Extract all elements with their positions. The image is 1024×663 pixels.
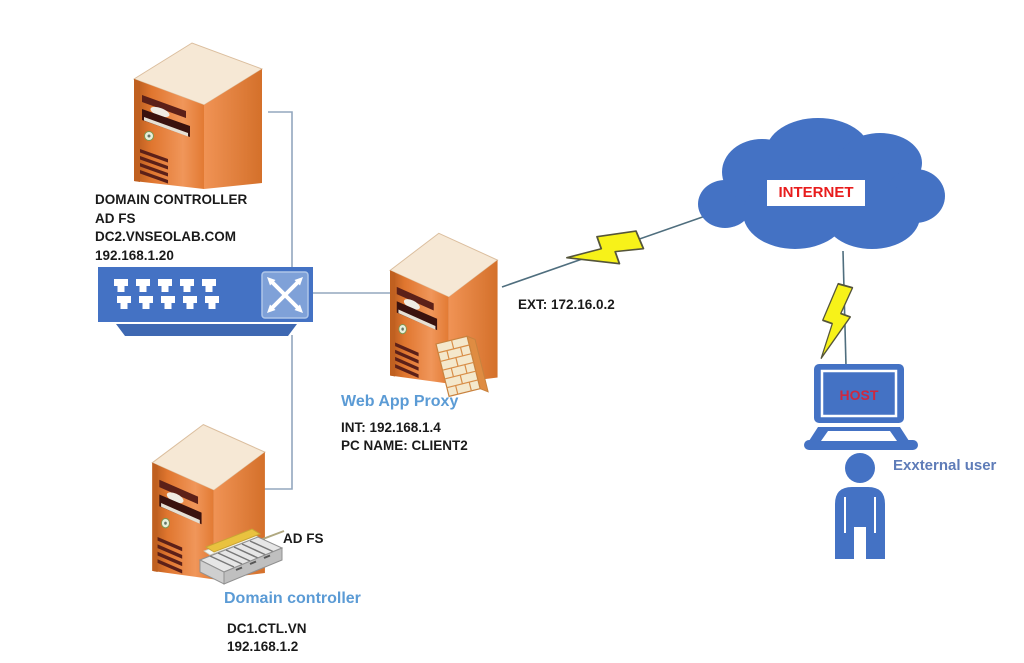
dc2-label-block: DOMAIN CONTROLLER AD FS DC2.VNSEOLAB.COM… [95, 191, 247, 265]
switch-base [116, 324, 297, 336]
firewall-icon [435, 335, 489, 398]
host-label: HOST [839, 387, 879, 403]
dc1-adfs-label: AD FS [283, 531, 324, 546]
person-icon [835, 453, 885, 559]
dc2-name-label: DOMAIN CONTROLLER [95, 192, 248, 207]
dc1-ip-label: 192.168.1.2 [227, 639, 299, 654]
laptop-icon [804, 364, 918, 450]
link-dc2-switch [268, 111, 293, 267]
internet-label: INTERNET [767, 180, 865, 206]
media-tray-icon [198, 528, 285, 585]
wap-ext-label: EXT: 172.16.0.2 [518, 297, 615, 312]
dc1-fqdn-label: DC1.CTL.VN [227, 621, 307, 636]
dc2-ip-label: 192.168.1.20 [95, 247, 174, 263]
switch-crossover-icon [261, 271, 309, 319]
lightning-bolt-host-icon [817, 281, 855, 362]
internet-cloud-icon [698, 118, 945, 249]
dc2-server-icon [133, 42, 263, 190]
link-internet-host [842, 250, 847, 367]
dc2-role-label: AD FS [95, 210, 136, 226]
wap-pcname-label: PC NAME: CLIENT2 [341, 438, 468, 453]
dc1-title-label: Domain controller [224, 590, 361, 607]
wap-int-label: INT: 192.168.1.4 [341, 420, 441, 435]
link-switch-dc1 [262, 335, 293, 490]
dc2-fqdn-label: DC2.VNSEOLAB.COM [95, 229, 237, 244]
lightning-bolt-wan-icon [564, 217, 647, 286]
external-user-label: Exxternal user [893, 457, 997, 474]
wap-title-label: Web App Proxy [341, 393, 459, 410]
network-switch-icon [98, 267, 313, 336]
